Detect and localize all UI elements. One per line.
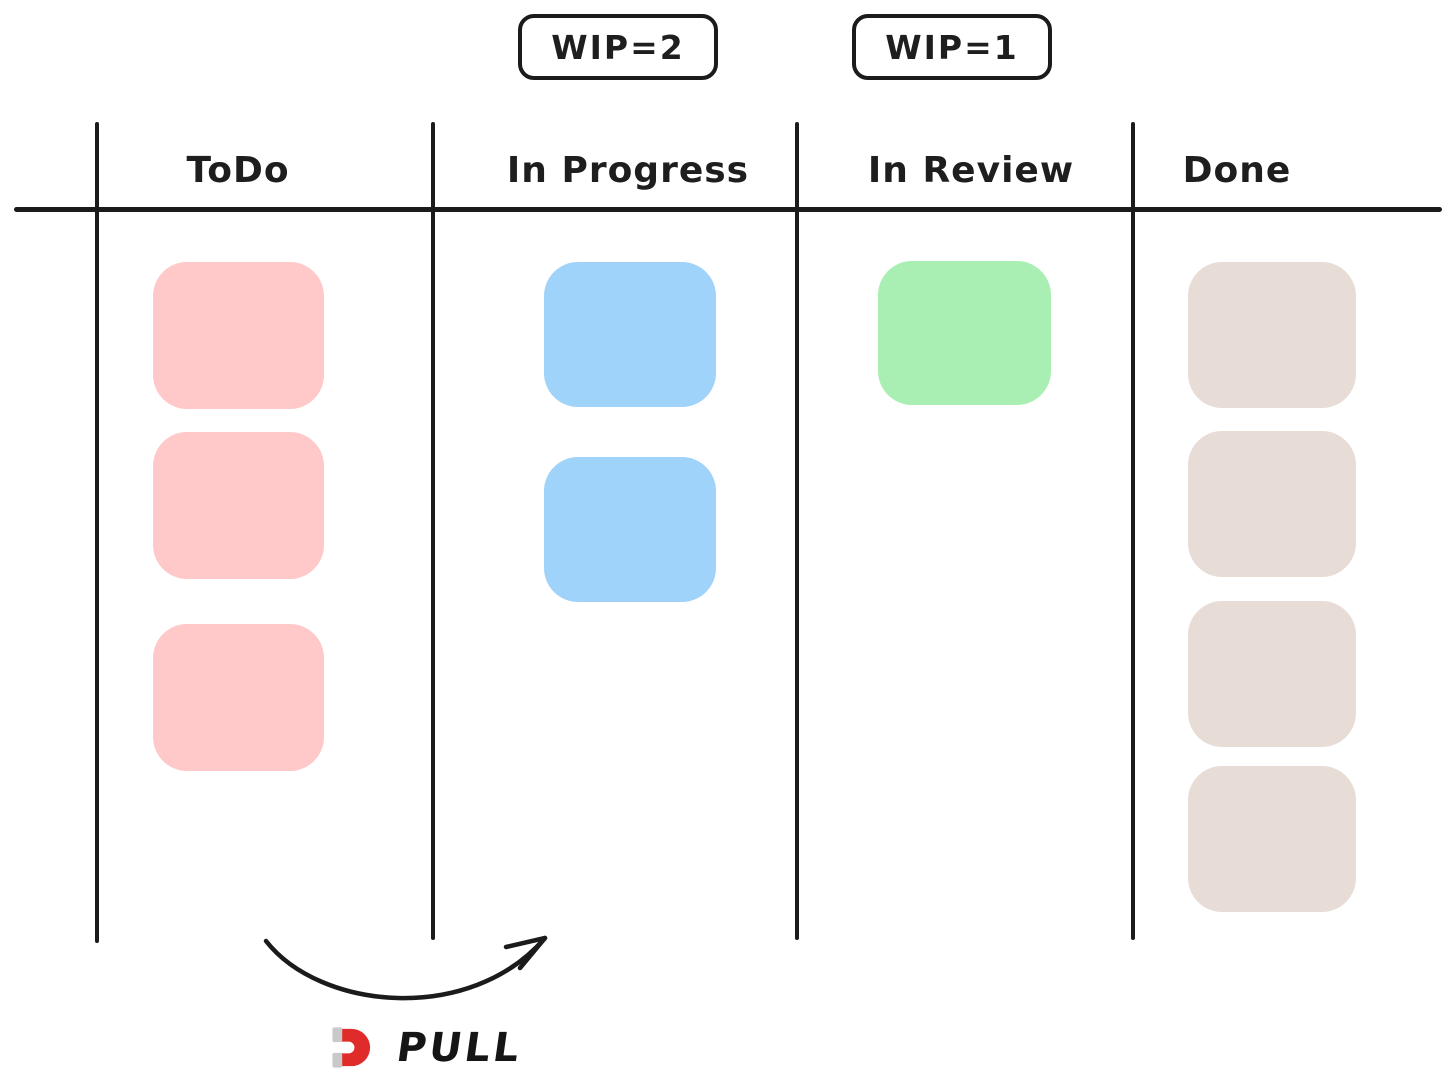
magnet-icon xyxy=(332,1027,371,1068)
card-in-progress[interactable] xyxy=(544,262,716,407)
card-in-review[interactable] xyxy=(878,261,1051,405)
column-divider xyxy=(431,122,435,940)
pull-annotation: PULL xyxy=(328,1024,526,1071)
card-in-progress[interactable] xyxy=(544,457,716,602)
column-divider xyxy=(795,122,799,940)
wip-badge-label: WIP=2 xyxy=(551,27,685,67)
card-todo[interactable] xyxy=(153,624,324,771)
column-divider xyxy=(95,122,99,943)
card-done[interactable] xyxy=(1188,766,1356,912)
column-header-in-review: In Review xyxy=(867,150,1075,191)
column-divider xyxy=(1131,122,1135,940)
column-header-done: Done xyxy=(1182,150,1292,191)
wip-badge-in-progress: WIP=2 xyxy=(518,14,718,80)
column-header-todo: ToDo xyxy=(186,150,290,191)
column-header-in-progress: In Progress xyxy=(506,150,750,191)
wip-badge-in-review: WIP=1 xyxy=(852,14,1052,80)
card-done[interactable] xyxy=(1188,262,1356,408)
pull-label: PULL xyxy=(393,1024,526,1071)
card-done[interactable] xyxy=(1188,601,1356,747)
card-todo[interactable] xyxy=(153,432,324,579)
card-done[interactable] xyxy=(1188,431,1356,577)
card-todo[interactable] xyxy=(153,262,324,409)
header-divider xyxy=(14,207,1442,212)
wip-badge-label: WIP=1 xyxy=(885,27,1019,67)
